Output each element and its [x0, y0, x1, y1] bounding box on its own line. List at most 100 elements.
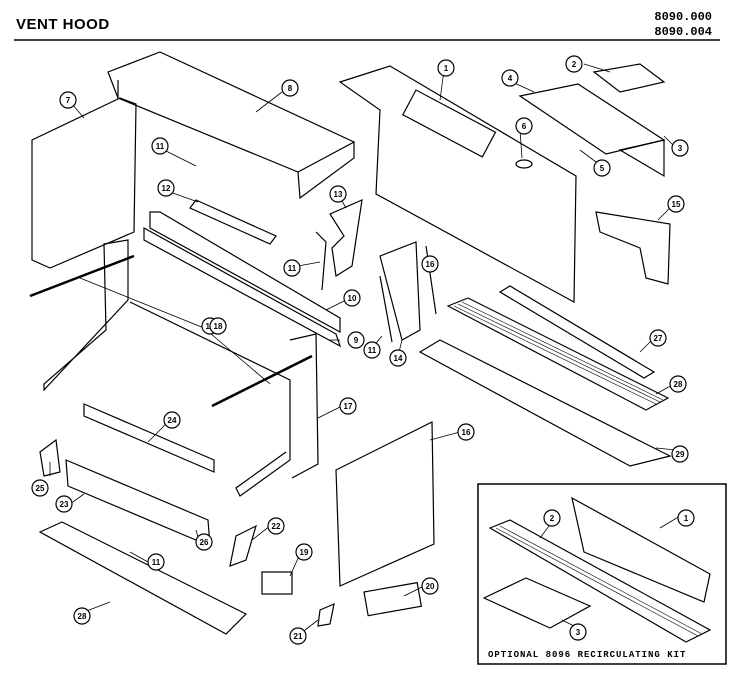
callout-label: 6: [522, 122, 527, 131]
callout-3-37: 3: [569, 623, 587, 641]
kit-plate-3: [482, 577, 592, 629]
callout-15-27: 15: [667, 195, 685, 213]
deflector-15: [595, 211, 671, 285]
rail-10: [149, 211, 341, 334]
callout-18-9: 18: [209, 317, 227, 335]
recirculating-kit-box: [477, 483, 727, 665]
callout-12-3: 12: [157, 179, 175, 197]
callout-label: 3: [576, 628, 581, 637]
part-21: [317, 602, 335, 627]
callout-label: 28: [674, 380, 683, 389]
callout-label: 15: [672, 200, 681, 209]
callout-1-35: 1: [677, 509, 695, 527]
callout-label: 20: [426, 582, 435, 591]
kit-caption: OPTIONAL 8096 RECIRCULATING KIT: [488, 650, 687, 660]
callout-3-26: 3: [671, 139, 689, 157]
callout-8-1: 8: [281, 79, 299, 97]
callout-label: 29: [676, 450, 685, 459]
callout-26-14: 26: [195, 533, 213, 551]
bracket-3: [618, 139, 665, 178]
callout-label: 10: [348, 294, 357, 303]
filter-28-mesh: [453, 301, 664, 405]
callout-label: 8: [288, 84, 293, 93]
callout-label: 16: [462, 428, 471, 437]
callout-label: 1: [444, 64, 449, 73]
kit-panel-1: [571, 496, 711, 603]
callout-4-23: 4: [501, 69, 519, 87]
damper-frame-4: [518, 83, 666, 155]
callout-16-34: 16: [457, 423, 475, 441]
callout-label: 25: [36, 484, 45, 493]
callout-19-17: 19: [295, 543, 313, 561]
callout-label: 27: [654, 334, 663, 343]
callout-label: 26: [200, 538, 209, 547]
callout-29-33: 29: [671, 445, 689, 463]
screw-11-left: [315, 231, 327, 291]
callout-label: 17: [344, 402, 353, 411]
front-panel-16: [335, 421, 435, 587]
part-20: [363, 581, 423, 617]
callout-label: 18: [214, 322, 223, 331]
rod-18-left: [29, 254, 135, 298]
callout-label: 11: [152, 558, 161, 567]
callout-label: 11: [288, 264, 297, 273]
bar-27: [498, 285, 656, 379]
left-side-panel: [31, 97, 137, 269]
back-panel-1: [338, 65, 577, 304]
rod-18-center: [211, 354, 313, 408]
tray-29: [418, 339, 672, 467]
callout-9-7: 9: [347, 331, 365, 349]
callout-label: 19: [300, 548, 309, 557]
callout-label: 2: [550, 514, 555, 523]
callout-27-31: 27: [649, 329, 667, 347]
frame-bottom: [129, 301, 291, 497]
callout-label: 23: [60, 500, 69, 509]
filter-28: [446, 297, 670, 411]
callout-24-11: 24: [163, 411, 181, 429]
callout-2-22: 2: [565, 55, 583, 73]
callout-label: 9: [354, 336, 359, 345]
bracket-25: [39, 438, 61, 477]
top-panel-flange: [117, 80, 355, 200]
bottom-panel-26: [38, 521, 248, 635]
bracket-14: [379, 241, 421, 341]
callout-2-36: 2: [543, 509, 561, 527]
frame-right-17: [289, 333, 319, 479]
callout-5-25: 5: [593, 159, 611, 177]
kit-filter-mesh: [495, 525, 703, 637]
callout-group: 7811121311109181817242523261122192120281…: [31, 55, 695, 645]
callout-label: 11: [156, 142, 165, 151]
control-panel-23: [65, 459, 211, 547]
callout-label: 14: [394, 354, 403, 363]
callout-14-30: 14: [389, 349, 407, 367]
panel-24: [83, 403, 215, 473]
callout-13-4: 13: [329, 185, 347, 203]
callout-label: 7: [66, 96, 71, 105]
callout-21-18: 21: [289, 627, 307, 645]
callout-label: 2: [572, 60, 577, 69]
back-panel-cutout: [402, 89, 497, 158]
callout-1-21: 1: [437, 59, 455, 77]
model-number-2: 8090.004: [654, 25, 712, 39]
screw-11-mid: [379, 275, 393, 343]
callout-6-24: 6: [515, 117, 533, 135]
callout-16-28: 16: [421, 255, 439, 273]
callout-label: 5: [600, 164, 605, 173]
callout-label: 21: [294, 632, 303, 641]
frame-left-leg: [43, 239, 129, 392]
callout-11-2: 11: [151, 137, 169, 155]
callout-11-5: 11: [283, 259, 301, 277]
damper-2: [592, 63, 666, 93]
callout-label: 13: [334, 190, 343, 199]
callout-label: 1: [684, 514, 689, 523]
bracket-12: [189, 199, 277, 245]
callout-28-32: 28: [669, 375, 687, 393]
callout-10-6: 10: [343, 289, 361, 307]
callout-label: 3: [678, 144, 683, 153]
callout-11-15: 11: [147, 553, 165, 571]
callout-7-0: 7: [59, 91, 77, 109]
switch-19: [261, 571, 293, 595]
callout-25-12: 25: [31, 479, 49, 497]
callout-label: 24: [168, 416, 177, 425]
